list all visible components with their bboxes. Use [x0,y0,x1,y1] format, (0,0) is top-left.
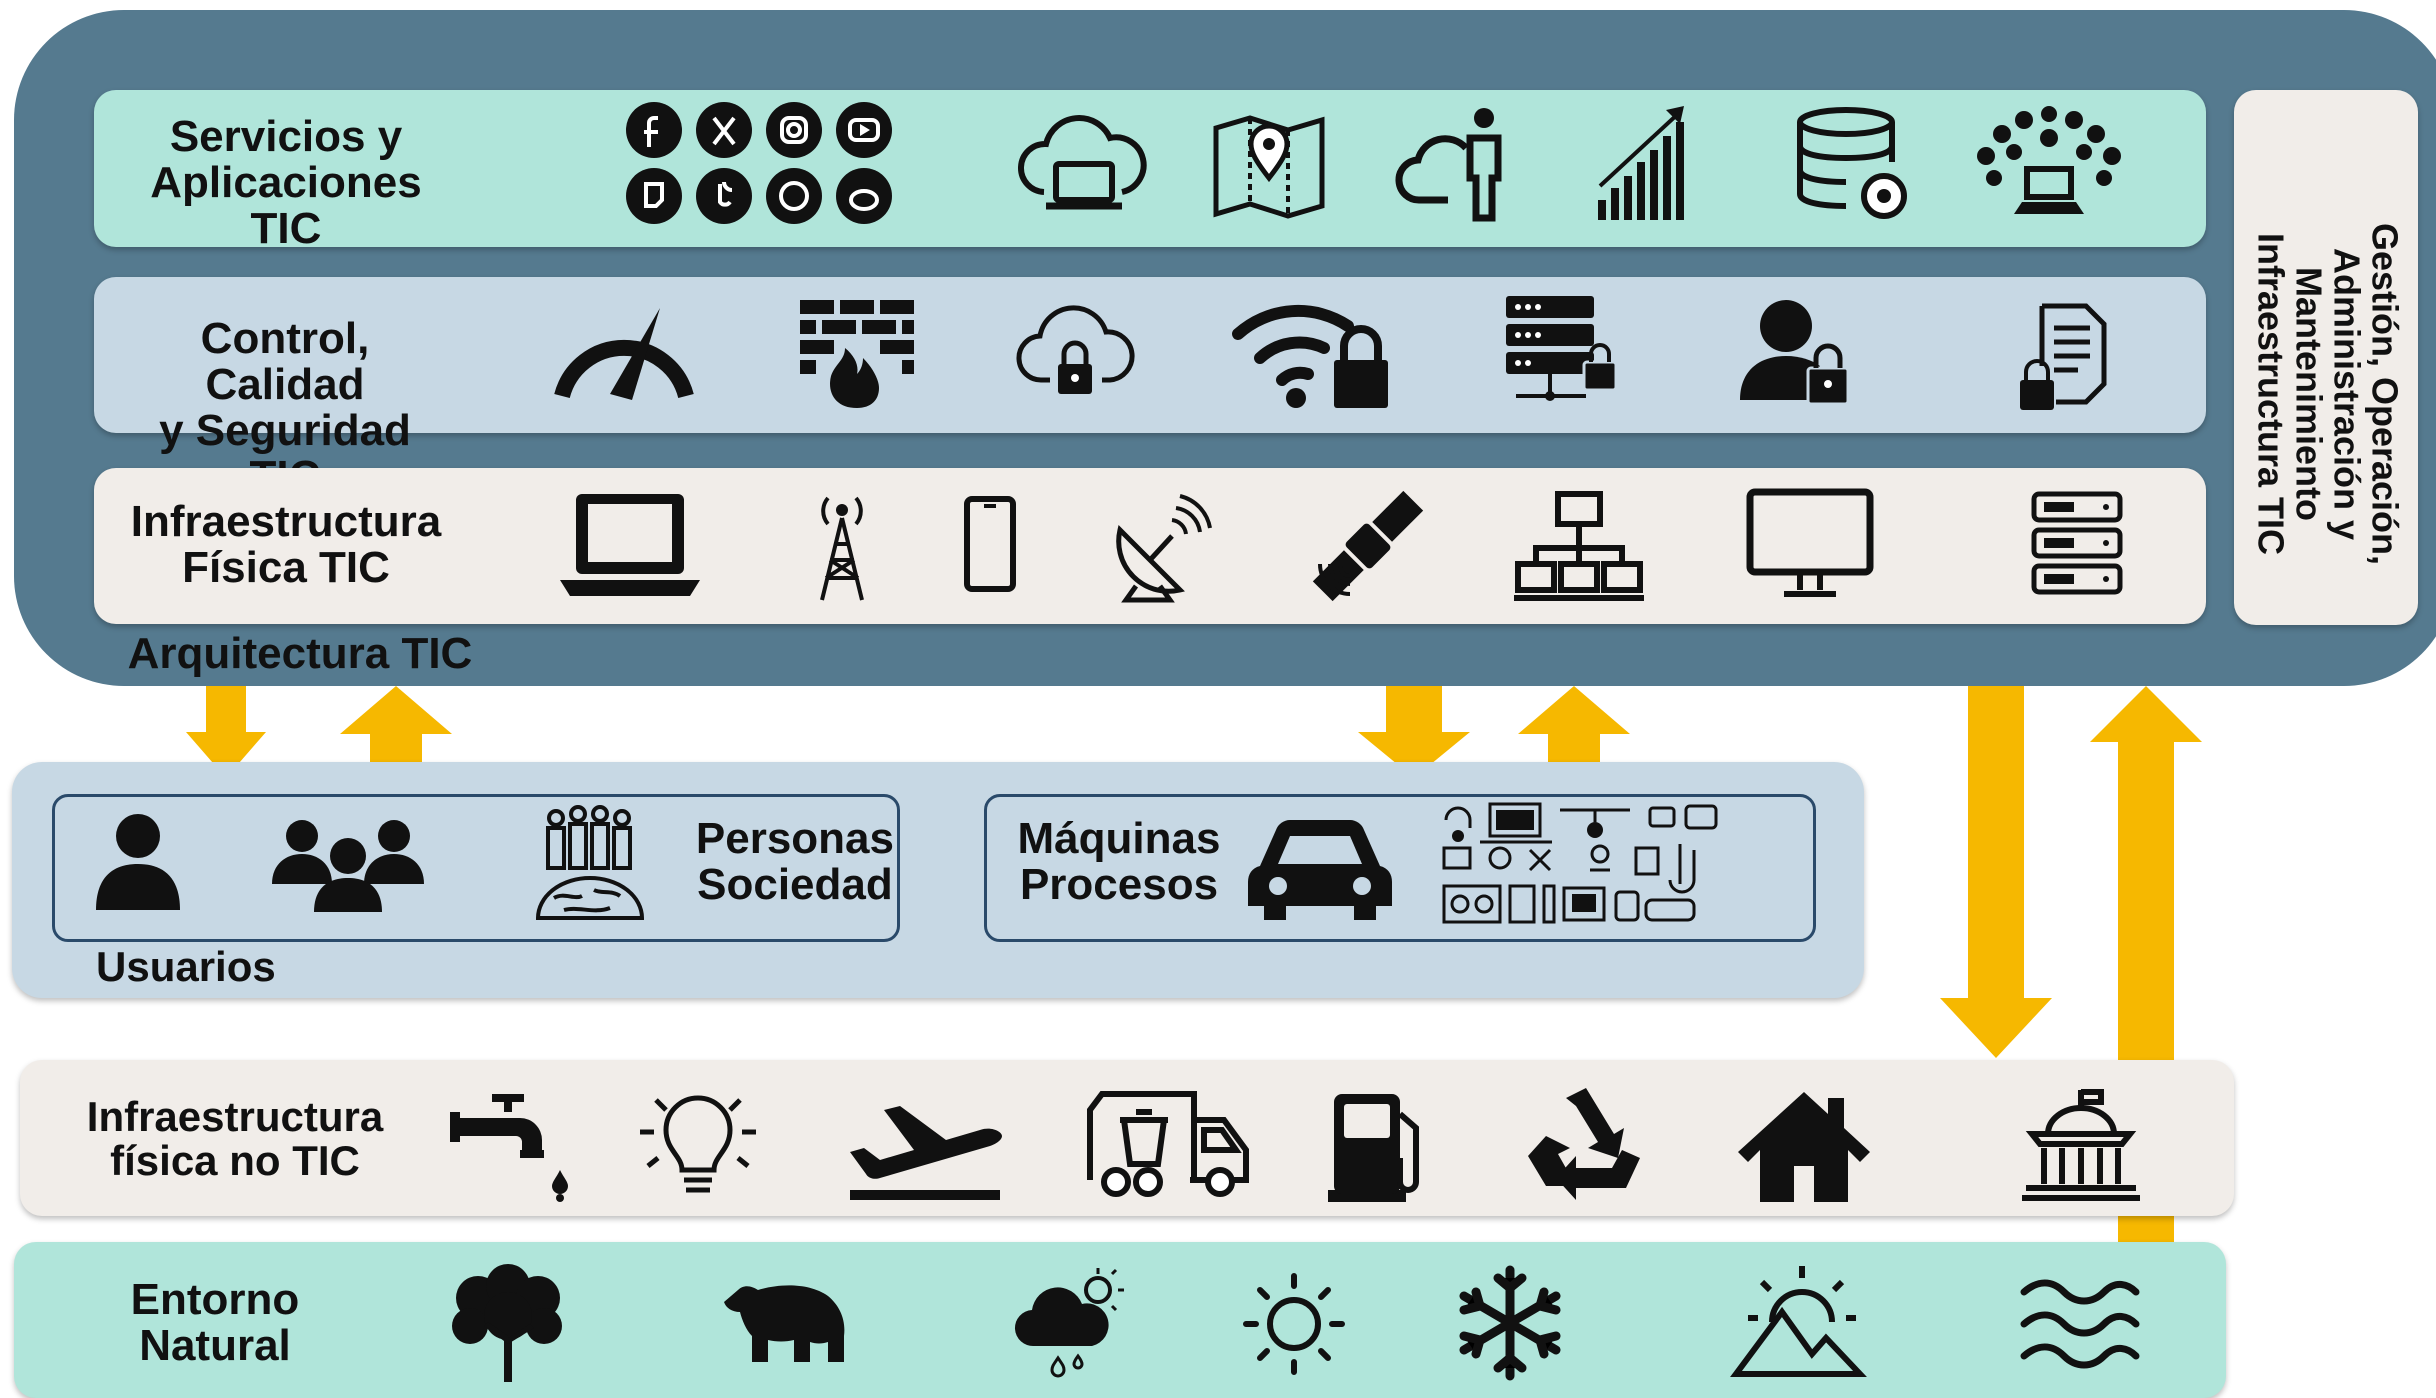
growth-chart-icon [1596,104,1688,222]
devices-collage-icon [1440,800,1740,930]
architecture-title: Arquitectura TIC [127,628,473,678]
fuel-pump-icon [1326,1090,1430,1202]
monitor-icon [1746,488,1874,598]
management-panel [2234,90,2418,625]
wifi-lock-icon [1230,300,1392,410]
arrow-down-machines [1358,686,1470,778]
non-ict-label: Infraestructura física no TIC [86,1092,384,1184]
machines-box [984,794,1816,942]
server-lock-icon [1506,296,1618,408]
physical-ict-label: Infraestructura Física TIC [130,496,442,592]
cloud-person-icon [1392,104,1512,222]
users-title: Usuarios [96,942,276,990]
arrow-up-users [340,686,452,778]
server-rack-icon [2030,490,2124,596]
smartphone-icon [964,496,1016,592]
document-lock-icon [2020,302,2108,412]
laptop-icon [560,490,700,600]
government-building-icon [2018,1088,2144,1202]
user-lock-icon [1740,296,1852,408]
light-bulb-icon [638,1090,758,1202]
waves-icon [2020,1272,2140,1376]
snowflake-icon [1454,1264,1566,1382]
car-icon [1248,814,1392,924]
water-tap-icon [450,1090,570,1202]
natural-label: Entorno Natural [130,1274,300,1370]
arrow-up-machines [1518,686,1630,778]
group-icon [270,814,426,914]
services-row [94,90,2206,247]
mountain-sun-icon [1730,1262,1867,1380]
database-gear-icon [1796,106,1912,222]
cloud-laptop-icon [1014,112,1154,212]
management-label: Gestión, Operación, Administración y Man… [2250,222,2406,566]
person-icon [92,812,184,912]
sun-icon [1242,1272,1346,1376]
airplane-icon [846,1090,1004,1202]
satellite-icon [1310,488,1426,604]
satellite-dish-icon [1112,490,1212,603]
garbage-truck-icon [1086,1090,1250,1202]
antenna-tower-icon [812,490,872,602]
tree-icon [448,1264,566,1382]
machines-label: Máquinas Procesos [1017,813,1221,909]
map-pin-icon [1210,106,1328,220]
social-media-grid [624,102,896,226]
cloud-lock-icon [1016,296,1135,406]
network-topology-icon [1514,490,1644,602]
recycle-icon [1526,1088,1646,1204]
rain-cloud-icon [1012,1262,1132,1380]
speedometer-icon [548,300,700,400]
firewall-icon [800,300,914,410]
network-tree-icon [1974,104,2124,222]
bear-icon [724,1276,848,1366]
house-icon [1734,1088,1874,1204]
control-row [94,277,2206,433]
people-box [52,794,900,942]
services-label: Servicios y Aplicaciones TIC [150,111,422,254]
people-label: Personas Sociedad [695,813,894,909]
arrow-down-non-ict [1940,686,2052,1058]
control-label: Control, Calidad y Seguridad TIC [159,313,411,500]
society-icon [534,805,646,926]
arrow-down-users [186,686,266,778]
